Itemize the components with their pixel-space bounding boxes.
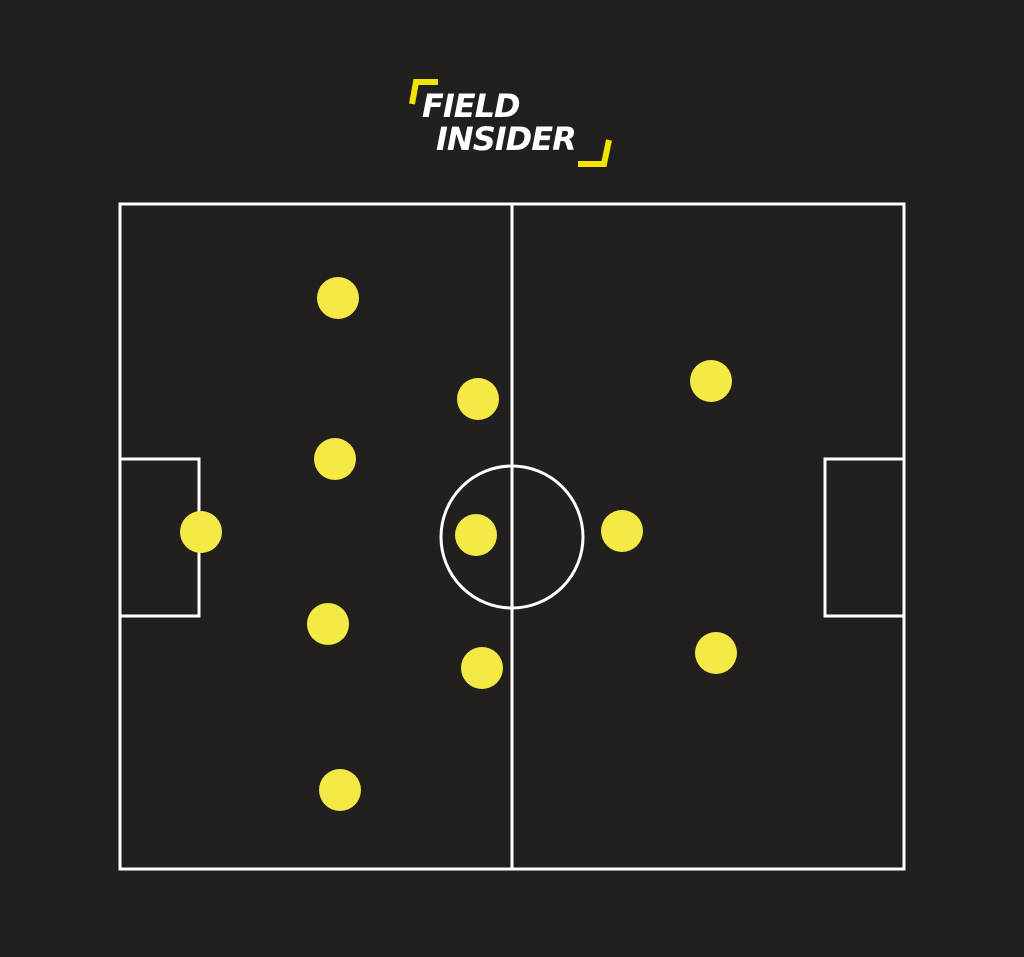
player-marker-11: [695, 632, 737, 674]
player-marker-10: [690, 360, 732, 402]
players: [180, 277, 737, 811]
player-marker-7: [455, 514, 497, 556]
player-marker-1: [180, 511, 222, 553]
logo-bracket-top-left: [409, 79, 438, 105]
player-marker-2: [317, 277, 359, 319]
centre-circle: [439, 464, 585, 610]
player-marker-3: [314, 438, 356, 480]
player-marker-9: [601, 510, 643, 552]
player-marker-4: [307, 603, 349, 645]
player-marker-8: [461, 647, 503, 689]
logo-word-insider: INSIDER: [436, 120, 577, 158]
player-marker-6: [457, 378, 499, 420]
right-box: [823, 457, 906, 618]
logo-bracket-marks: [409, 79, 612, 167]
logo-word-field: FIELD: [422, 87, 521, 125]
logo-bracket-bottom-right: [578, 139, 612, 167]
field-insider-logo: FIELD INSIDER: [408, 78, 614, 170]
player-marker-5: [319, 769, 361, 811]
